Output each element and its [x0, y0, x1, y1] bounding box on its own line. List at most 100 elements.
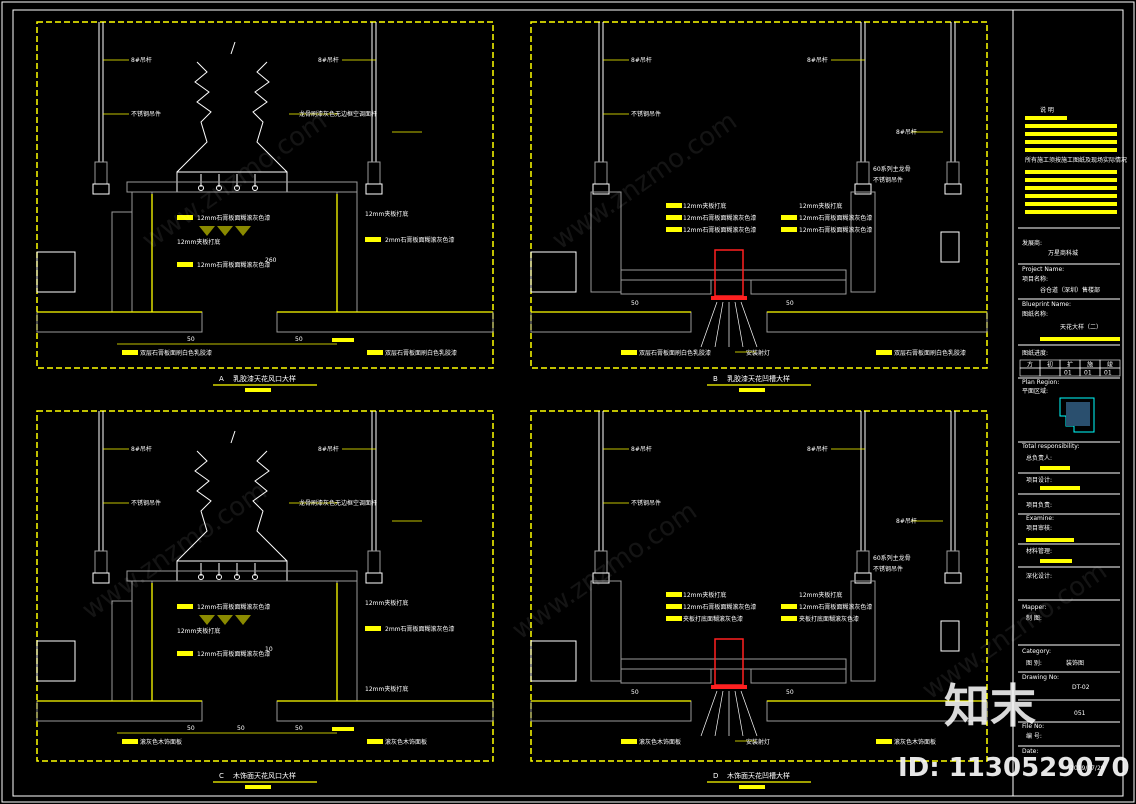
dimension-value-v: 260: [265, 257, 277, 264]
rod-nut: [592, 183, 610, 195]
diffuser-pivot: [216, 574, 222, 580]
date-value: 2019/07/29: [1070, 765, 1105, 772]
airflow-arrow: [217, 226, 233, 236]
rod-bolt: [856, 161, 870, 185]
rod-bolt: [946, 550, 960, 574]
client-label: 发展商:: [1022, 239, 1042, 247]
progress-label: 图纸进度:: [1022, 349, 1048, 357]
label-rod-right: 8#吊杆: [318, 445, 339, 453]
light-ray: [734, 690, 744, 737]
caption-title: 乳胶漆天花风口大样: [233, 374, 296, 383]
label-bottom-right: 双层石膏板面刷白色乳胶漆: [385, 349, 457, 357]
watermark-site-1: www.znzmo.com: [137, 106, 333, 256]
progress-value-cell: [1019, 367, 1041, 377]
label-bottom-left: 滚灰色木饰面板: [639, 738, 681, 746]
progress-value-cell: [1039, 367, 1061, 377]
label-bottom-left: 双层石膏板面刷白色乳胶漆: [639, 349, 711, 357]
wall-stub: [111, 600, 133, 702]
label-tag: [621, 739, 637, 744]
rod-nut: [944, 183, 962, 195]
label-bottom-right: 滚灰色木饰面板: [894, 738, 936, 746]
watermark-logo: 知末: [944, 679, 1036, 733]
label-tag: [367, 739, 383, 744]
rod-nut: [944, 572, 962, 584]
ceiling-slab-left: [530, 311, 692, 333]
label-tag: [781, 215, 797, 220]
rod-nut: [365, 572, 383, 584]
caption-scale-tag: [739, 388, 765, 392]
progress-value: 01: [1064, 370, 1072, 377]
label-keel: 60系列主龙骨: [873, 554, 911, 562]
notes-title: 说 明: [1040, 106, 1054, 114]
title-block: 说 明 所有施工须按施工图纸及现场实际情况 发展商: 万星商科城 Project…: [1018, 106, 1127, 772]
label-ss-rod: 不锈钢吊件: [131, 110, 161, 118]
label-rod-left: 8#吊杆: [131, 56, 152, 64]
spotlight-trim: [711, 296, 747, 300]
notes-bar-2: [1025, 124, 1117, 128]
duct-flex: [252, 450, 288, 562]
label-bottom-right: 滚灰色木饰面板: [385, 738, 427, 746]
label-gypsum-r2: 2mm石膏板面糊滚灰色漆: [385, 625, 455, 633]
label-rod-far: 8#吊杆: [896, 517, 917, 525]
ceiling-top-board: [126, 570, 358, 582]
light-ray: [714, 690, 724, 737]
label-rod-far: 8#吊杆: [896, 128, 917, 136]
airflow-arrow: [235, 615, 251, 625]
light-ray: [700, 301, 718, 348]
progress-value: 01: [1104, 370, 1112, 377]
watermark-site-4: www.znzmo.com: [507, 496, 703, 646]
label-gypsum-r2: 2mm石膏板面糊滚灰色漆: [385, 236, 455, 244]
label-gypsum-3: 12mm石膏板面糊滚灰色漆: [197, 650, 270, 658]
caption-letter: A: [219, 375, 224, 383]
category-label: 图 别:: [1026, 659, 1042, 667]
client-value: 万星商科城: [1048, 249, 1078, 257]
dimension-value-1: 50: [631, 689, 639, 696]
caption-scale-tag: [739, 785, 765, 789]
label-bottom-left: 双层石膏板面刷白色乳胶漆: [140, 349, 212, 357]
diffuser-pivot: [234, 185, 240, 191]
drawer-en: Mapper:: [1022, 604, 1047, 611]
label-rod-left: 8#吊杆: [131, 445, 152, 453]
sheet-inner-frame: [12, 9, 1124, 797]
rod-nut: [854, 572, 872, 584]
dimension-value-v: 10: [265, 646, 273, 653]
groove-board-left: [620, 279, 712, 295]
label-tag: [367, 350, 383, 355]
label-tag: [177, 262, 193, 267]
label-right-1: 12mm夹板打底: [799, 591, 842, 599]
airflow-arrow: [235, 226, 251, 236]
label-ss-rod-2: 不锈钢吊件: [873, 176, 903, 184]
wall-block: [36, 251, 76, 293]
ceiling-slab-left: [36, 700, 203, 722]
label-tag: [177, 651, 193, 656]
diffuser-pivot: [198, 574, 204, 580]
file-no-en: File No:: [1022, 723, 1044, 730]
label-gypsum-top: 龙骨刷漆灰色无边框空调面杆: [299, 110, 377, 118]
notes-bar-1: [1025, 116, 1067, 120]
light-ray: [734, 301, 744, 348]
dimension-value-1: 50: [187, 336, 195, 343]
project-en: Project Name:: [1022, 266, 1064, 273]
material-bar: [1040, 559, 1072, 563]
break-line: [230, 41, 236, 55]
label-right-2: 12mm石膏板面糊滚灰色漆: [799, 214, 872, 222]
dim-tag: [332, 727, 354, 731]
audit-en: Examine:: [1026, 515, 1054, 522]
notes-bar-3: [1025, 132, 1117, 136]
page-value: 051: [1074, 710, 1086, 717]
caption-letter: C: [219, 772, 224, 780]
design-label: 项目设计:: [1026, 476, 1052, 484]
side-board-right: [336, 580, 358, 702]
rod-bolt: [94, 161, 108, 185]
wall-stub-right: [850, 191, 876, 293]
label-light: 安装射灯: [746, 349, 770, 357]
groove-board-right: [750, 668, 847, 684]
panel-caption: A 乳胶漆天花风口大样: [213, 374, 317, 392]
label-left-3: 12mm石膏板面糊滚灰色漆: [683, 226, 756, 234]
spotlight-housing: [714, 638, 744, 686]
diffuser-pivot: [198, 185, 204, 191]
label-tag: [666, 227, 682, 232]
